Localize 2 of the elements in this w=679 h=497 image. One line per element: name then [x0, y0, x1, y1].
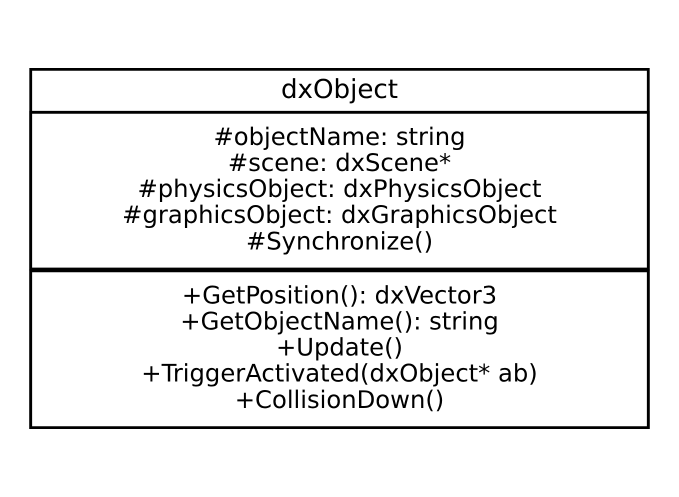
- node-box: #objectName: string #scene: dxScene* #physicsObject: dxPhysicsObject #graphicsObject: dxGraphicsObject #Synchronize(): [29, 110, 650, 270]
- node-box: +GetPosition(): dxVector3 +GetObjectName(): string +Update() +TriggerActivated(dxObject* ab) +CollisionDown(): [29, 270, 650, 429]
